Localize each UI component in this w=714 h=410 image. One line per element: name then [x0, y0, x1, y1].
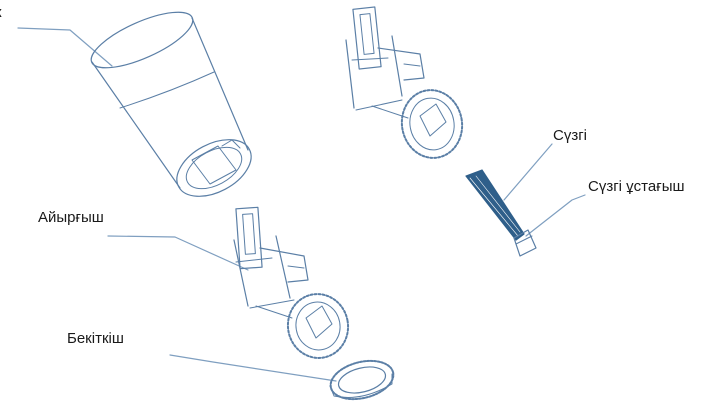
- label-filter: Сүзгі: [553, 128, 587, 143]
- label-separator: Айырғыш: [38, 210, 104, 225]
- leader-line-filter-holder: [526, 195, 585, 236]
- label-top-partial: к: [0, 5, 2, 20]
- leader-line-lock: [170, 355, 336, 381]
- filter-element: [466, 170, 524, 240]
- lock-ring: [327, 355, 398, 405]
- leader-line-filter: [504, 144, 552, 200]
- upper-separator-assembly: [346, 7, 467, 163]
- leader-line-separator: [108, 236, 248, 270]
- cylinder-housing: [84, 1, 260, 208]
- label-lock-ring: Бекіткіш: [67, 331, 124, 346]
- label-filter-holder: Сүзгі ұстағыш: [588, 179, 685, 194]
- lower-separator-assembly: [234, 207, 353, 362]
